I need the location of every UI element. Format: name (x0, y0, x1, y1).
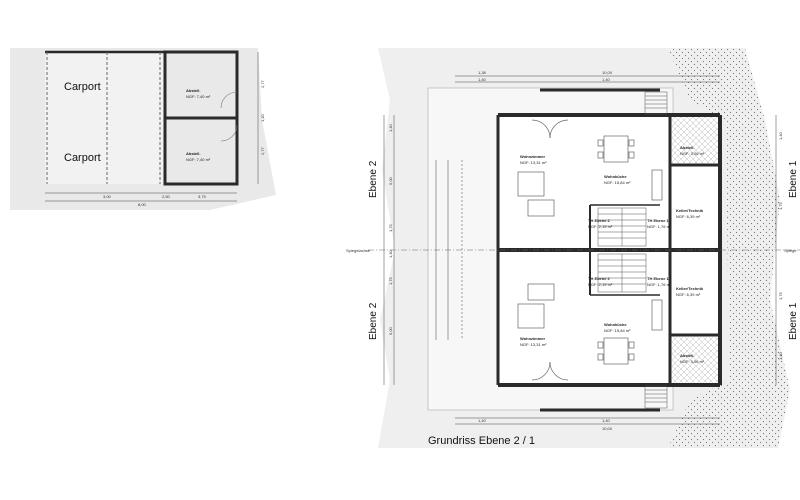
top-kitchen-area: NGF: 15,84 m² (604, 180, 631, 185)
sofa-icon (517, 171, 545, 197)
top-store-name: Abstell. (680, 145, 694, 150)
door-swing (220, 91, 238, 109)
bottom-stair-1-area: NGF: 1,76 m² (647, 282, 672, 287)
carport-block: Carport Carport Abstell. NGF: 7,40 m² Ab… (10, 48, 276, 210)
top-stair-2-area: NGF: 2,19 m² (588, 224, 613, 229)
dim-left-2: 1,75 (388, 223, 393, 232)
carport-label-1: Carport (64, 81, 101, 93)
top-tech-name: Keller/Technik (676, 208, 704, 213)
exterior-stair-bottom (644, 385, 668, 409)
bottom-kitchen-area: NGF: 15,84 m² (604, 328, 631, 333)
chair-icon (628, 341, 635, 349)
level-label-left-top: Ebene 2 (368, 160, 379, 198)
dim-right-3: 1,40 (778, 351, 783, 360)
carport-dim-4: 2,77 (260, 79, 265, 88)
bottom-stair-2-area: NGF: 2,19 m² (588, 282, 613, 287)
furniture-bottom (517, 283, 663, 381)
bottom-tech-name: Keller/Technik (676, 286, 704, 291)
dim-top-0: 1,38 (478, 70, 487, 75)
store-2-name: Abstell. (186, 151, 200, 156)
dimension-lines (383, 75, 777, 425)
bottom-store-area: NGF: 3,06 m² (680, 359, 705, 364)
door-swing (531, 361, 551, 381)
dim-top-2: 10,00 (602, 70, 613, 75)
carport-dim-1: 2,50 (162, 194, 171, 199)
dim-left-4: 1,75 (388, 276, 393, 285)
mirror-axis-label-right: Spiege (784, 248, 797, 253)
level-label-right-top: Ebene 1 (788, 160, 799, 198)
kitchen-counter-icon (651, 169, 663, 201)
door-swing (549, 361, 569, 381)
sofa-icon (527, 199, 555, 217)
chair-icon (597, 341, 604, 349)
bottom-stair-2-name: TH Ebene 2 (588, 276, 611, 281)
dim-bottom-1: 1,40 (602, 418, 611, 423)
dim-bottom-2: 10,00 (602, 426, 613, 431)
carport-dim-5: 1,40 (260, 113, 265, 122)
furniture-top (517, 119, 663, 217)
store-2-area: NGF: 7,40 m² (186, 157, 211, 162)
top-kitchen-name: Wohnküche (604, 174, 627, 179)
bottom-store-name: Abstell. (680, 353, 694, 358)
top-store-area: NGF: 3,06 m² (680, 151, 705, 156)
level-label-left-bottom: Ebene 2 (368, 302, 379, 340)
kitchen-counter-icon (651, 299, 663, 331)
dim-left-0: 1,40 (388, 123, 393, 132)
dim-top-1: 1,40 (478, 77, 487, 82)
level-label-right-bottom: Ebene 1 (788, 302, 799, 340)
dining-table-icon (603, 135, 629, 163)
top-living-area: NGF: 13,31 m² (520, 160, 547, 165)
house-block: Spiegelachse Spiege Wohnzimmer NGF: 13,3… (346, 48, 800, 448)
dim-top-3: 1,40 (602, 77, 611, 82)
sofa-icon (517, 303, 545, 329)
wall-hatch (672, 117, 718, 163)
bottom-kitchen-name: Wohnküche (604, 322, 627, 327)
door-swing (220, 124, 238, 142)
interior-stair-bottom (597, 253, 647, 293)
earth-hatch (668, 48, 790, 448)
top-living-name: Wohnzimmer (520, 154, 545, 159)
mirror-axis-label-left: Spiegelachse (346, 248, 371, 253)
carport-dim-3: 8,00 (138, 202, 147, 207)
dining-table-icon (603, 337, 629, 365)
chair-icon (628, 151, 635, 159)
dim-right-0: 1,40 (778, 131, 783, 140)
carport-floor (45, 52, 165, 184)
dim-left-3: 1,40 (388, 249, 393, 258)
door-swing (531, 119, 551, 139)
exterior-stair-top (644, 91, 668, 115)
chair-icon (597, 139, 604, 147)
carport-label-2: Carport (64, 152, 101, 164)
bottom-living-area: NGF: 13,31 m² (520, 342, 547, 347)
dim-left-1: 5,00 (388, 176, 393, 185)
bottom-stair-1-name: TH Ebene 1 (647, 276, 670, 281)
bottom-living-name: Wohnzimmer (520, 336, 545, 341)
carport-dim-2: 3,75 (198, 194, 207, 199)
top-stair-1-area: NGF: 1,76 m² (647, 224, 672, 229)
top-stair-1-name: TH Ebene 1 (647, 218, 670, 223)
chair-icon (628, 139, 635, 147)
chair-icon (628, 353, 635, 361)
wall-hatch (672, 337, 718, 383)
door-swing (549, 119, 569, 139)
dim-right-1: 1,75 (778, 201, 783, 210)
chair-icon (597, 353, 604, 361)
carport-dim-6: 2,77 (260, 146, 265, 155)
bottom-tech-area: NGF: 6,39 m² (676, 292, 701, 297)
store-1-area: NGF: 7,40 m² (186, 94, 211, 99)
dim-left-5: 5,00 (388, 326, 393, 335)
drawing-title: Grundriss Ebene 2 / 1 (428, 435, 535, 447)
dim-bottom-0: 1,40 (478, 418, 487, 423)
carport-dim-0: 3,00 (103, 194, 112, 199)
store-1-name: Abstell. (186, 88, 200, 93)
top-tech-area: NGF: 6,39 m² (676, 214, 701, 219)
interior-stair-top (597, 207, 647, 247)
dim-right-2: 1,75 (778, 291, 783, 300)
sofa-icon (527, 283, 555, 301)
chair-icon (597, 151, 604, 159)
top-stair-2-name: TH Ebene 2 (588, 218, 611, 223)
